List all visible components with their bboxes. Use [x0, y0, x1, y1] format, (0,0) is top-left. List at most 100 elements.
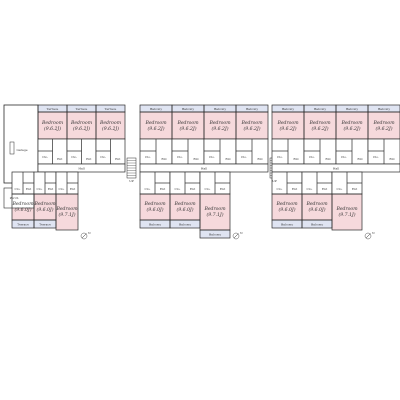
f2-top-2-bedroom-fill: [336, 112, 368, 139]
f2-bot-2-bedroom: [331, 193, 363, 231]
f1-top-0-bedroom-label: Bedroom: [144, 120, 167, 126]
f0-garage-label: Garage: [16, 148, 27, 152]
f0-top-0-bedroom-size: (9.6.2J): [44, 125, 61, 132]
f0-top-0-ent: Ent: [57, 157, 63, 161]
f2-top-3-bedroom-label: Bedroom: [372, 120, 395, 126]
f1-top-1-bedroom-label: Bedroom: [176, 120, 199, 126]
north-label: N: [88, 231, 91, 235]
f1-bband-2: [199, 229, 231, 239]
f0-bot-1-ent: Ent: [48, 187, 54, 191]
f2-top-1-bedroom-fill: [304, 112, 336, 139]
f1-top-1-bedroom-size: (9.6.2J): [179, 125, 196, 132]
f1-bot-2-bedroom-size: (9.7.1J): [206, 211, 223, 218]
f0-top-0-clo: Clo.: [42, 155, 48, 159]
f1-top-1-bedroom-fill: [172, 112, 204, 139]
f0-bot-1-bedroom-size: (9.6.0J): [36, 206, 53, 213]
f1-top-1-band-label: Balcony: [182, 107, 194, 111]
f2-top-1-bedroom-size: (9.6.2J): [311, 125, 328, 132]
f0-top-2-band-fill: [96, 105, 125, 112]
f2-top-0-bedroom-fill: [272, 112, 304, 139]
f2-top-2-ent: Ent: [357, 157, 363, 161]
wall-layer: [3, 104, 400, 239]
f2-top-0-clo: Clo.: [277, 155, 283, 159]
f2-top-3-band-label: Balcony: [378, 107, 390, 111]
f2-bot-2-bedroom-size: (9.7.1J): [338, 211, 355, 218]
f1-bband-0-label: Balcony: [149, 223, 161, 227]
f0-corridor: [37, 163, 126, 173]
f2-bband-0-label: Balcony: [281, 223, 293, 227]
f0-top-2-clo: Clo.: [100, 155, 106, 159]
f2-top-2-band-label: Balcony: [346, 107, 358, 111]
f2-bband-1-label: Balcony: [311, 223, 323, 227]
f0-top-1-bedroom-fill: [67, 112, 96, 139]
f0-top-1-bedroom-size: (9.6.2J): [73, 125, 90, 132]
f0-top-2-ent: Ent: [115, 157, 121, 161]
f2-bot-1-ent: Ent: [322, 187, 328, 191]
f0-bot-2-clo: Clo.: [59, 187, 65, 191]
f2-bot-0-bedroom-fill: [272, 194, 302, 220]
f1-compass: [232, 232, 240, 240]
f1-bot-2-bedroom-fill: [200, 194, 230, 230]
f2-bot-2-clo: Clo.: [337, 187, 343, 191]
f2-top-0-bedroom-label: Bedroom: [276, 120, 299, 126]
f2-top-0-ent: Ent: [293, 157, 299, 161]
f1-top-1-clo: Clo.: [177, 155, 183, 159]
f2-top-1-clo: Clo.: [309, 155, 315, 159]
f2-top-3-bedroom-fill: [368, 112, 400, 139]
fill-layer: [12, 105, 400, 238]
f1-top-1-band-fill: [172, 105, 204, 112]
f0-top-1-ent: Ent: [86, 157, 92, 161]
f1-bot-2-clo: Clo.: [205, 187, 211, 191]
f0-top-2-band-label: Terrace: [105, 107, 117, 111]
f2-bband-1: [301, 219, 333, 229]
f1-top-2-bedroom-size: (9.6.2J): [211, 125, 228, 132]
f1-bot-1-bedroom-fill: [170, 194, 200, 220]
f1-bband-1-label: Balcony: [179, 223, 191, 227]
f2-bband-1-fill: [302, 220, 332, 228]
label-layer: GaragePorchTerraceBedroom(9.6.2J)Clo.Ent…: [10, 107, 396, 237]
f1-bband-2-label: Balcony: [209, 233, 221, 237]
f0-top-2-bedroom-fill: [96, 112, 125, 139]
north-label: N: [240, 231, 243, 235]
f1-top-2-ent: Ent: [225, 157, 231, 161]
f0-bot-1-bedroom-label: Bedroom: [33, 201, 56, 207]
f2-top-0-band-fill: [272, 105, 304, 112]
f0-bot-0-bedroom-size: (9.6.0J): [14, 206, 31, 213]
f2-bot-0-ent: Ent: [292, 187, 298, 191]
f0-bband-1-fill: [34, 220, 56, 228]
f1-top-0-bedroom-size: (9.6.2J): [147, 125, 164, 132]
f1-bot-0-ent: Ent: [160, 187, 166, 191]
f1-bband-0-fill: [140, 220, 170, 228]
f1-top-2-clo: Clo.: [209, 155, 215, 159]
f0-bot-0-clo: Clo.: [15, 187, 21, 191]
f1-top-0-band-label: Balcony: [150, 107, 162, 111]
f0-bband-0-fill: [12, 220, 34, 228]
f1-top-0-ent: Ent: [161, 157, 167, 161]
f2-bot-2-bedroom-fill: [332, 194, 362, 230]
f1-top-3-clo: Clo.: [241, 155, 247, 159]
f1-bot-0-clo: Clo.: [145, 187, 151, 191]
f0-bband-0-label: Terrace: [17, 223, 29, 227]
f2-bot-2-ent: Ent: [352, 187, 358, 191]
f0-bot-2-bedroom-size: (9.7.1J): [58, 211, 75, 218]
f0-bot-2-bedroom: [55, 193, 79, 231]
f2-top-2-bedroom-size: (9.6.2J): [343, 125, 360, 132]
f0-bot-2-bedroom-label: Bedroom: [55, 206, 78, 212]
f2-top-1-bedroom-label: Bedroom: [308, 120, 331, 126]
f0-top-1-bedroom-label: Bedroom: [70, 120, 93, 126]
f2-top-2-clo: Clo.: [341, 155, 347, 159]
f1-top-2-band-fill: [204, 105, 236, 112]
f1-top-3-band-label: Balcony: [246, 107, 258, 111]
f1-compass-needle: [233, 233, 239, 239]
f0-bot-1-clo: Clo.: [37, 187, 43, 191]
f1-bot-1-bedroom-label: Bedroom: [173, 201, 196, 207]
f0-ground-outline: [3, 104, 39, 184]
f0-bot-2-ent: Ent: [70, 187, 76, 191]
f1-hall-label: Hall: [201, 167, 207, 171]
f2-compass: [364, 232, 372, 240]
f2-top-3-bedroom-size: (9.6.2J): [375, 125, 392, 132]
f1-top-0-band-fill: [140, 105, 172, 112]
f2-top-0-band-label: Balcony: [282, 107, 294, 111]
f0-compass: [80, 232, 88, 240]
